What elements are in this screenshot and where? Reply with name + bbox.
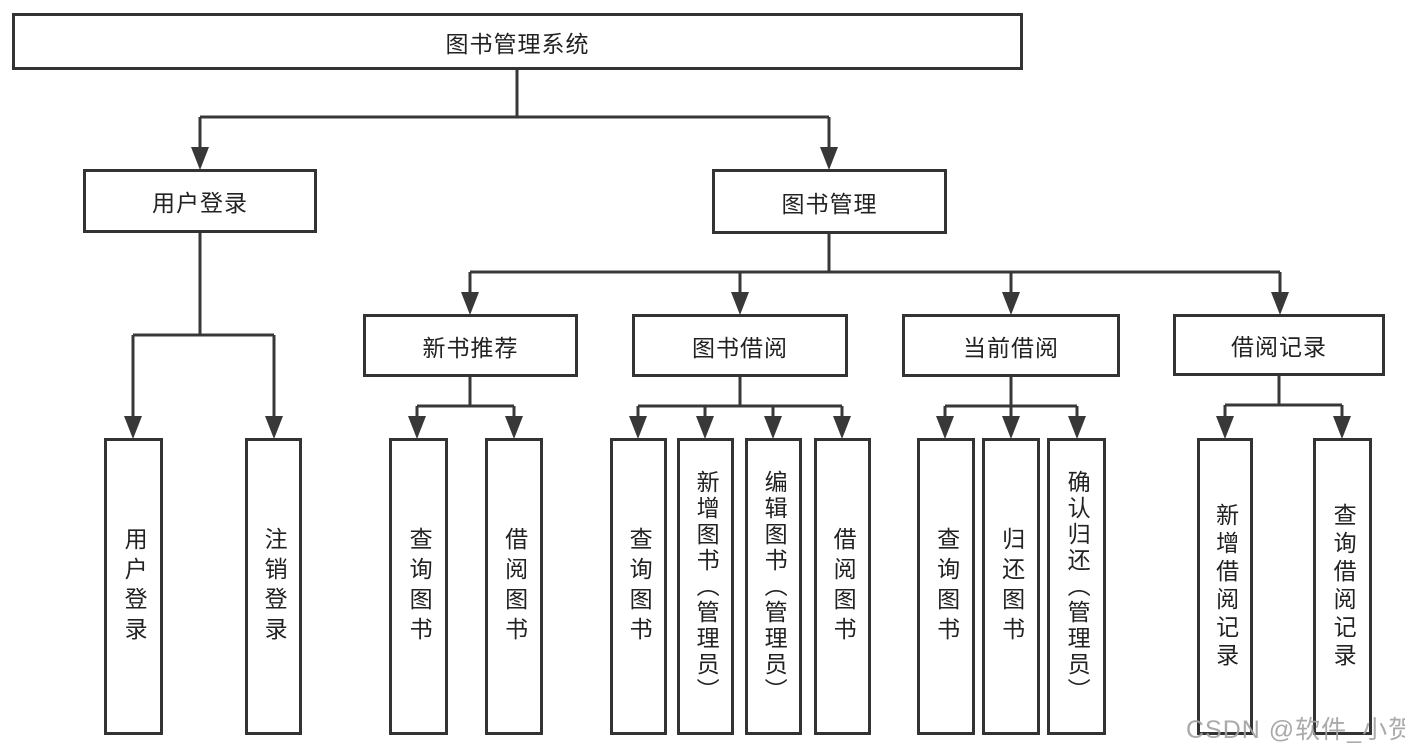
node-user-login: 用户登录 — [83, 169, 317, 233]
leaf-confirm-return-admin: 确认归还（管理员） — [1047, 438, 1106, 735]
leaf-borrow-books-2: 借阅图书 — [814, 438, 871, 735]
node-borrow-records: 借阅记录 — [1173, 314, 1385, 376]
node-label: 编辑图书（管理员） — [761, 469, 788, 704]
node-root: 图书管理系统 — [12, 13, 1023, 70]
leaf-query-books-1: 查询图书 — [389, 438, 448, 735]
node-label: 用户登录 — [121, 526, 148, 647]
leaf-add-book-admin: 新增图书（管理员） — [677, 438, 734, 735]
node-book-borrow: 图书借阅 — [632, 314, 848, 377]
node-label: 新增借阅记录 — [1212, 502, 1239, 671]
leaf-query-borrow-record: 查询借阅记录 — [1313, 438, 1372, 735]
leaf-edit-book-admin: 编辑图书（管理员） — [745, 438, 802, 735]
node-label: 借阅图书 — [830, 526, 857, 647]
leaf-add-borrow-record: 新增借阅记录 — [1197, 438, 1253, 735]
leaf-query-books-3: 查询图书 — [917, 438, 975, 735]
node-label: 归还图书 — [998, 526, 1025, 647]
node-current-borrow: 当前借阅 — [902, 314, 1120, 377]
node-label: 查询图书 — [933, 526, 960, 647]
node-label: 注销登录 — [261, 526, 288, 647]
leaf-user-login: 用户登录 — [104, 438, 163, 735]
leaf-logout: 注销登录 — [245, 438, 302, 735]
node-label: 查询图书 — [626, 526, 653, 647]
node-label: 新增图书（管理员） — [693, 469, 720, 704]
node-label: 借阅图书 — [501, 526, 528, 647]
leaf-borrow-books-1: 借阅图书 — [485, 438, 543, 735]
node-label: 查询借阅记录 — [1330, 502, 1357, 671]
node-new-book-recommend: 新书推荐 — [363, 314, 578, 377]
node-label: 确认归还（管理员） — [1064, 469, 1091, 704]
node-book-management: 图书管理 — [712, 169, 947, 234]
csdn-watermark: CSDN @软件_小贺同学 — [1186, 716, 1405, 744]
node-label: 查询图书 — [406, 526, 433, 647]
leaf-query-books-2: 查询图书 — [610, 438, 667, 735]
leaf-return-book: 归还图书 — [982, 438, 1040, 735]
